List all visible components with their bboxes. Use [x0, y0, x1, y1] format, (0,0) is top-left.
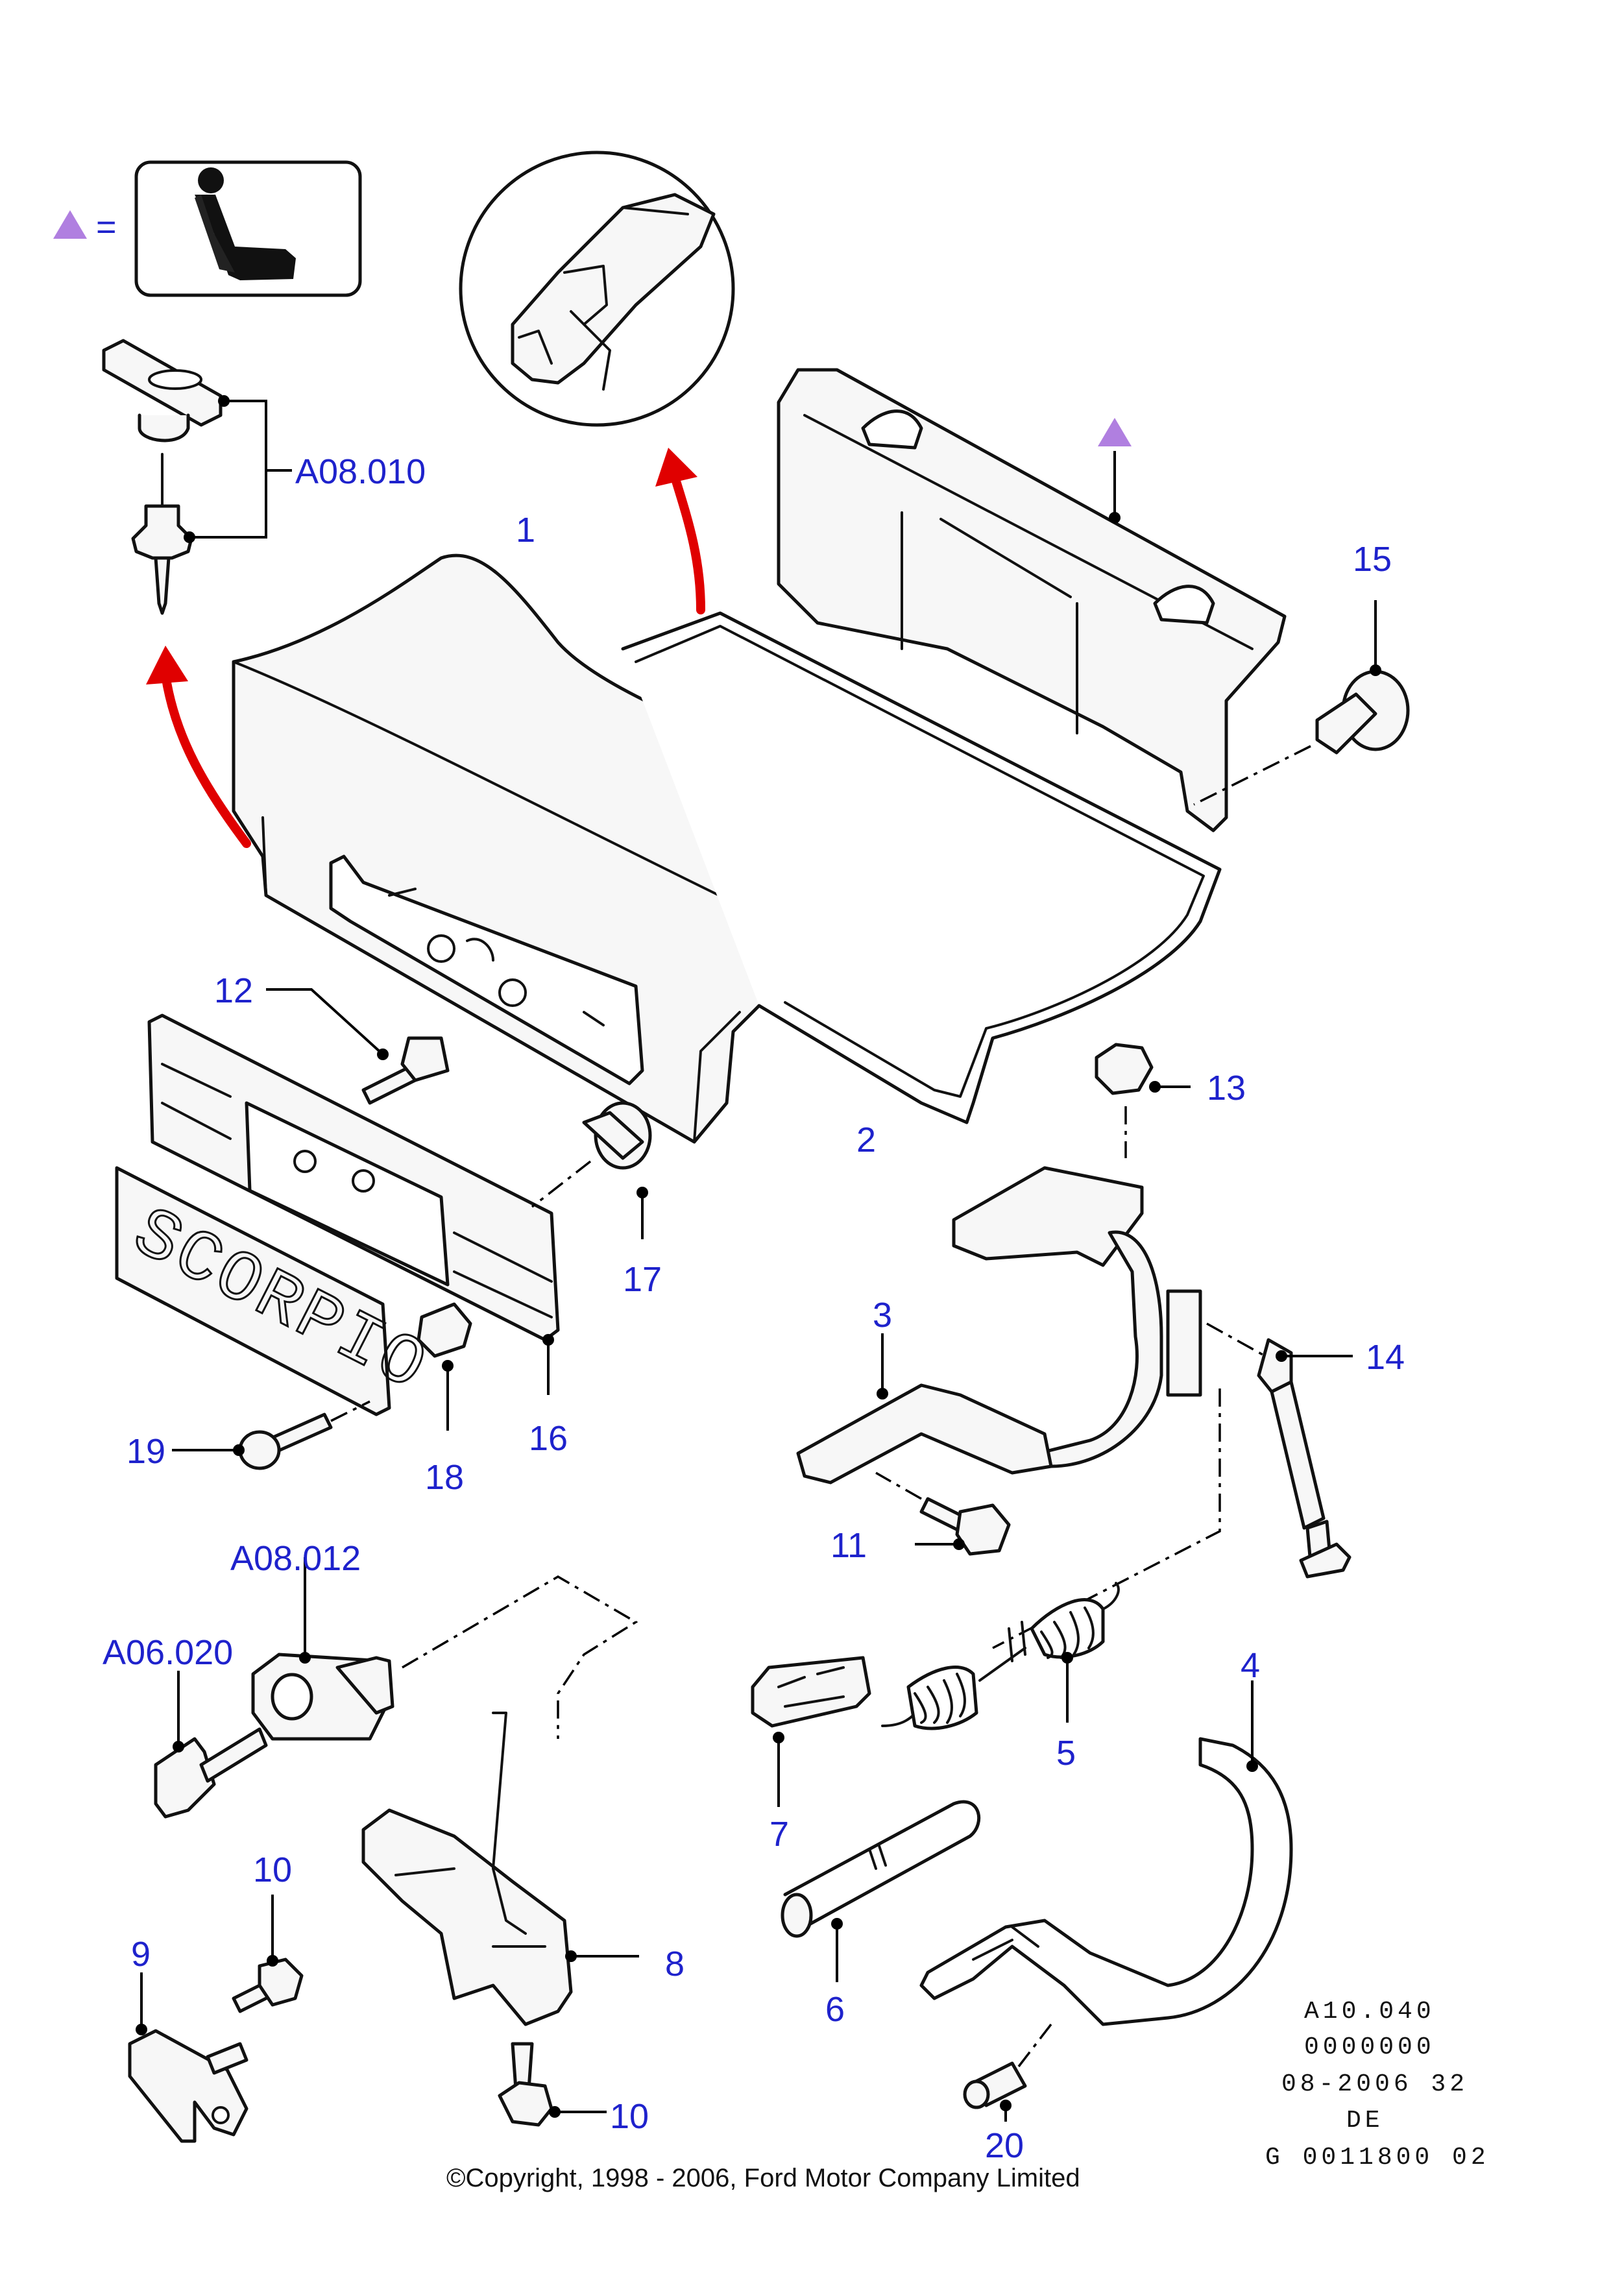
- bolt-12: [266, 988, 450, 1105]
- callout-9: 9: [131, 1935, 151, 1974]
- seat-panel-triangle-marker: [1098, 418, 1132, 446]
- legend-box: [134, 160, 362, 297]
- callout-4: 4: [1241, 1646, 1260, 1685]
- callout-17: 17: [623, 1260, 662, 1299]
- seal-strip: [621, 611, 1222, 1124]
- bolt-11: [875, 1472, 1011, 1556]
- rear-seat-panel: [777, 368, 1287, 832]
- grommet-17: [531, 1101, 652, 1239]
- gas-strut-14: [1257, 1338, 1353, 1579]
- callout-15: 15: [1353, 540, 1392, 579]
- tube-6: [781, 1800, 981, 1982]
- callout-16: 16: [529, 1419, 568, 1458]
- reference-line-4: DE: [1346, 2107, 1384, 2135]
- lock-cylinder: [251, 1557, 638, 1741]
- callouts: 1 2 3 4 5 6 7 8 9 10 10 11 12 13 14 15 1…: [103, 452, 1405, 2165]
- hinge-3: [796, 1166, 1266, 1649]
- nut-13: [1095, 1043, 1191, 1158]
- callout-13: 13: [1207, 1069, 1246, 1108]
- callout-5: 5: [1056, 1734, 1076, 1773]
- bracket-7: [751, 1656, 871, 1807]
- reference-line-2: 0000000: [1304, 2033, 1435, 2061]
- callout-10-upper: 10: [253, 1850, 292, 1889]
- callout-a06-020: A06.020: [103, 1633, 233, 1672]
- callout-2: 2: [856, 1121, 876, 1159]
- callout-11: 11: [830, 1526, 867, 1565]
- reference-line-5: G 0011800 02: [1265, 2144, 1490, 2172]
- callout-14: 14: [1366, 1338, 1405, 1377]
- callout-a08-012: A08.012: [230, 1539, 361, 1578]
- spring-5: [881, 1582, 1120, 1730]
- callout-a08-010: A08.010: [295, 452, 426, 491]
- reference-line-3: 08-2006 32: [1281, 2070, 1468, 2098]
- legend-equals: =: [96, 208, 117, 247]
- copyright-notice: ©Copyright, 1998 - 2006, Ford Motor Comp…: [446, 2164, 1080, 2192]
- push-clip-15: [1193, 600, 1410, 806]
- red-arrows: [146, 448, 705, 848]
- trim-panel-16: [147, 1013, 560, 1395]
- callout-7: 7: [770, 1815, 789, 1854]
- nut-18: [417, 1302, 472, 1431]
- callout-12: 12: [214, 971, 253, 1010]
- callout-8: 8: [665, 1945, 685, 1983]
- callout-10-lower: 10: [610, 2097, 649, 2136]
- bolt-10-upper: [232, 1895, 304, 2013]
- seat-icon: [195, 167, 296, 280]
- screw-19: [172, 1400, 370, 1470]
- callout-20: 20: [985, 2126, 1024, 2165]
- bump-stop-assembly: [102, 339, 292, 615]
- latch-8: [361, 1712, 639, 2127]
- callout-3: 3: [873, 1296, 892, 1335]
- torsion-bar-4: [919, 1680, 1293, 2026]
- legend-triangle-marker: [53, 210, 87, 239]
- reference-block: A10.040 0000000 08-2006 32 DE G 0011800 …: [1265, 1998, 1490, 2172]
- callout-19: 19: [127, 1432, 165, 1471]
- callout-1: 1: [516, 511, 535, 550]
- key-icon: [154, 1671, 268, 1819]
- striker-9: [128, 1972, 248, 2143]
- reference-line-1: A10.040: [1304, 1998, 1435, 2026]
- seal-detail-magnifier: [459, 151, 735, 427]
- pin-20: [963, 2023, 1052, 2122]
- callout-6: 6: [825, 1990, 845, 2029]
- trunk-lid: [232, 553, 969, 1144]
- legend: =: [53, 160, 362, 297]
- callout-18: 18: [425, 1458, 464, 1497]
